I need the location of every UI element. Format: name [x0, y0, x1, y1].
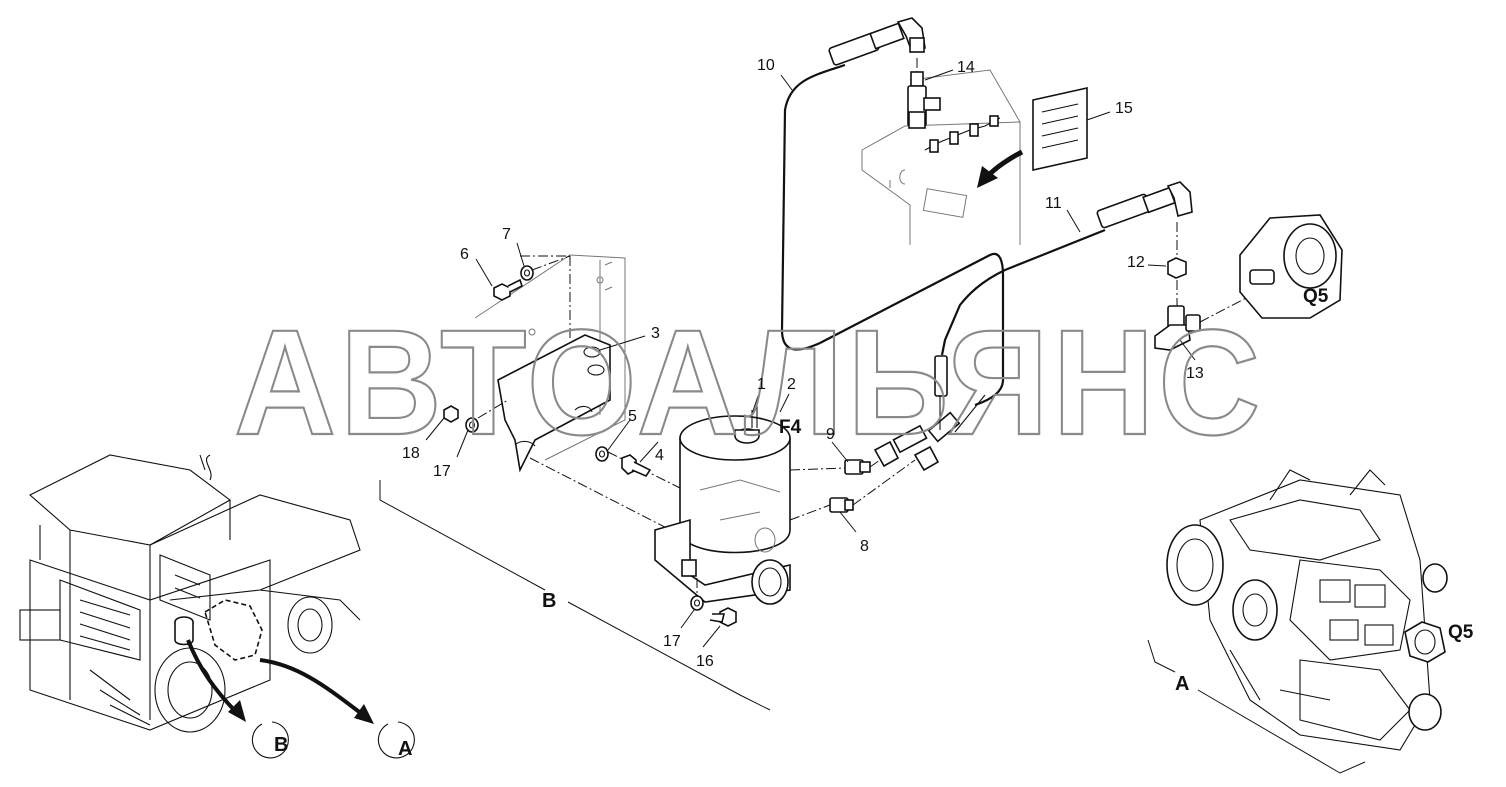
part-label: 14 [957, 59, 975, 76]
screw-4 [621, 454, 652, 477]
view-b-bracket [379, 480, 771, 711]
part-label: 16 [696, 653, 714, 670]
callout-b: B [251, 721, 289, 759]
part-label: 12 [1127, 254, 1145, 271]
screw-16 [709, 607, 737, 627]
valve-q5-bottom [1404, 621, 1446, 663]
watermark-text: АВТОАЛЬЯНС [234, 298, 1264, 466]
callout-a-label: A [398, 738, 412, 760]
part-label: 3 [651, 325, 660, 342]
part-label: 6 [460, 246, 469, 263]
fitting-8 [829, 497, 854, 513]
view-a-label: A [1175, 673, 1189, 695]
part-label: 11 [1045, 195, 1062, 212]
valve-label: Q5 [1448, 622, 1474, 643]
bracket [497, 334, 611, 473]
part-label: 5 [628, 408, 637, 425]
washer-5 [595, 446, 609, 462]
direction-arrow [977, 149, 1024, 188]
filter-label: F4 [779, 417, 802, 438]
part-label: 13 [1186, 365, 1204, 382]
part-label: 17 [663, 633, 681, 650]
part-label: 10 [757, 57, 775, 74]
part-label: 9 [826, 426, 835, 443]
hose-ends [873, 355, 986, 472]
hydraulic-block-outline [861, 69, 1021, 245]
callout-a: A [377, 721, 415, 760]
part-label: 17 [433, 463, 451, 480]
transmission-view-a [1166, 469, 1448, 751]
valve-label: Q5 [1303, 286, 1329, 307]
decal-15 [1032, 87, 1088, 171]
view-a-bracket [1147, 639, 1366, 774]
part-label: 4 [655, 447, 664, 464]
washer-17-bottom [690, 595, 704, 611]
tee-fitting-13 [1154, 305, 1201, 351]
filter-f4 [654, 400, 791, 605]
callout-b-label: B [274, 734, 288, 756]
view-b-label: B [542, 590, 556, 612]
part-label: 7 [502, 226, 511, 243]
washer-7 [520, 265, 534, 281]
part-label: 18 [402, 445, 420, 462]
hose-11 [940, 181, 1193, 356]
tee-fitting-14 [907, 71, 941, 129]
part-label: 8 [860, 538, 869, 555]
fitting-12 [1167, 257, 1187, 279]
part-label: 2 [787, 376, 796, 393]
valve-q5-top [1239, 214, 1343, 319]
machine-overview [19, 454, 374, 733]
screw-6 [493, 278, 523, 301]
hose-10 [780, 17, 1005, 407]
part-labels: 1 2 3 4 5 6 7 8 9 10 11 12 13 14 15 16 1… [402, 57, 1204, 670]
leader-lines [425, 69, 1196, 648]
part-label: 1 [757, 376, 766, 393]
washer-17-top [465, 417, 479, 433]
part-label: 15 [1115, 100, 1133, 117]
